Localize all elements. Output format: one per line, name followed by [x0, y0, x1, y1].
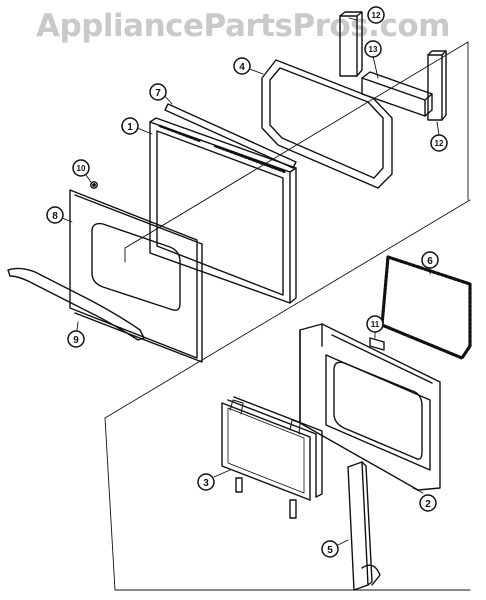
part-5-hinge-channel — [347, 461, 381, 591]
callout-label: 10 — [77, 164, 86, 173]
part-4-gasket-frame — [261, 59, 393, 189]
panel-guide-lines — [104, 41, 471, 591]
callout-label: 11 — [371, 320, 380, 329]
callout-label: 3 — [203, 478, 209, 489]
callout-part-12-top: 12 — [367, 6, 385, 24]
part-9-door-handle — [7, 267, 145, 341]
callout-label: 2 — [425, 499, 431, 510]
part-3-glass-pack — [221, 396, 323, 519]
callout-part-8: 8 — [46, 206, 64, 224]
callout-part-10: 10 — [72, 159, 90, 177]
callout-part-9: 9 — [67, 330, 85, 348]
callout-part-11: 11 — [366, 315, 384, 333]
callout-label: 9 — [73, 335, 79, 346]
callout-label: 13 — [369, 45, 378, 54]
part-6-liner-gasket — [380, 255, 472, 360]
callout-label: 6 — [427, 256, 433, 267]
part-12-insulation-right — [427, 50, 447, 121]
part-10-screw — [90, 181, 98, 189]
part-13-insulation-bar — [361, 71, 433, 117]
part-11-clip — [369, 337, 385, 351]
callout-part-13: 13 — [364, 40, 382, 58]
callout-part-6: 6 — [421, 251, 439, 269]
callout-label: 4 — [239, 62, 245, 73]
callout-part-12-right: 12 — [430, 134, 448, 152]
callout-label: 12 — [435, 139, 444, 148]
callout-label: 7 — [155, 88, 161, 99]
leader-lines — [61, 17, 440, 546]
callout-part-1: 1 — [121, 117, 139, 135]
callout-label: 8 — [52, 211, 58, 222]
part-7-trim-strip — [164, 103, 297, 169]
part-1-inner-door-panel — [149, 117, 297, 304]
callout-part-2: 2 — [419, 494, 437, 512]
callout-part-5: 5 — [321, 540, 339, 558]
callout-part-3: 3 — [197, 473, 215, 491]
callout-label: 12 — [372, 11, 381, 20]
callout-part-4: 4 — [233, 57, 251, 75]
part-8-outer-glass-panel — [69, 189, 203, 363]
part-2-door-liner — [299, 323, 441, 491]
part-12-insulation-top — [339, 11, 363, 77]
callout-label: 1 — [127, 122, 133, 133]
callout-label: 5 — [327, 545, 333, 556]
callout-part-7: 7 — [149, 83, 167, 101]
